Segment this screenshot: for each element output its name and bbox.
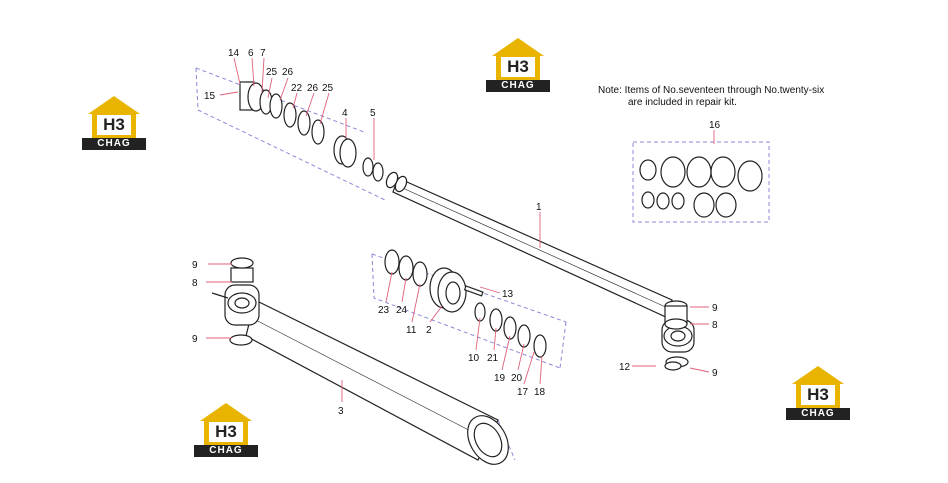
callout-8b: 8 (712, 320, 718, 331)
callout-19: 19 (494, 373, 506, 384)
callout-12: 12 (619, 362, 631, 373)
callout-24: 24 (396, 305, 408, 316)
brand-logo: H3 CHAG (486, 38, 550, 96)
callout-9b: 9 (192, 334, 198, 345)
callout-15: 15 (204, 91, 216, 102)
callout-4: 4 (342, 108, 348, 119)
dashed-guide-lines (195, 67, 770, 461)
brand-logo: H3 CHAG (786, 366, 850, 424)
callout-5: 5 (370, 108, 376, 119)
callout-11: 11 (406, 325, 417, 336)
callout-25b: 25 (322, 83, 334, 94)
callout-26: 26 (282, 67, 294, 78)
head-parts (239, 81, 384, 182)
rod-eye (661, 300, 695, 371)
callout-22: 22 (291, 83, 303, 94)
callout-10: 10 (468, 353, 480, 364)
repair-kit-rings (639, 156, 763, 218)
callout-23: 23 (378, 305, 390, 316)
callout-3: 3 (338, 406, 344, 417)
callout-9c: 9 (712, 303, 718, 314)
callout-1: 1 (536, 202, 542, 213)
cylinder-barrel (211, 257, 509, 465)
callout-16: 16 (709, 120, 721, 131)
note-line-1: Note: Items of No.seventeen through No.t… (598, 85, 825, 96)
callout-26b: 26 (307, 83, 319, 94)
brand-logo: H3 CHAG (194, 403, 258, 461)
piston-rod (385, 171, 673, 319)
gland-parts (384, 249, 547, 358)
callout-8: 8 (192, 278, 198, 289)
callout-18: 18 (534, 387, 546, 398)
leader-lines (206, 57, 715, 402)
note-line-2: are included in repair kit. (628, 97, 737, 108)
callout-25: 25 (266, 67, 278, 78)
callout-7: 7 (260, 48, 266, 59)
repair-kit-note: Note: Items of No.seventeen through No.t… (598, 85, 824, 109)
callout-21: 21 (487, 353, 499, 364)
callout-labels: 14 6 7 25 26 15 22 26 25 4 5 16 1 9 8 9 … (192, 48, 721, 417)
callout-2: 2 (426, 325, 432, 336)
callout-6: 6 (248, 48, 254, 59)
callout-9d: 9 (712, 368, 718, 379)
callout-9: 9 (192, 260, 198, 271)
callout-17: 17 (517, 387, 529, 398)
callout-13: 13 (502, 289, 514, 300)
brand-logo: H3 CHAG (82, 96, 146, 154)
callout-14: 14 (228, 48, 240, 59)
callout-20: 20 (511, 373, 523, 384)
